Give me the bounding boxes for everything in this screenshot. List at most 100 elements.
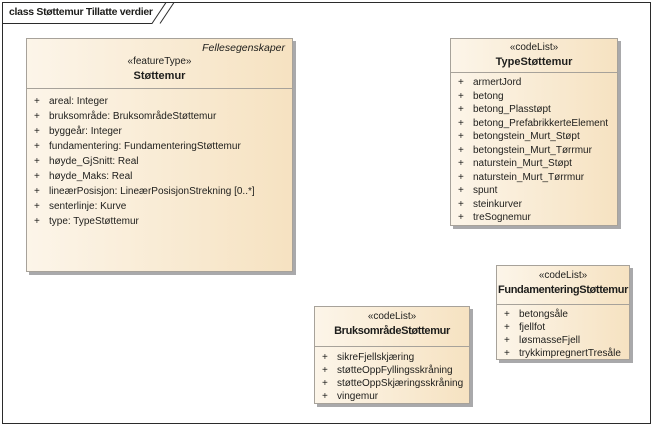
visibility-plus: +	[34, 141, 40, 152]
attribute-row: + senterlinje: Kurve	[27, 199, 292, 214]
visibility-plus: +	[504, 348, 510, 359]
visibility-plus: +	[34, 111, 40, 122]
class-header: «codeList» TypeStøttemur	[451, 39, 617, 72]
diagram-title: class Støttemur Tillatte verdier	[9, 6, 153, 18]
visibility-plus: +	[34, 216, 40, 227]
visibility-plus: +	[458, 104, 464, 115]
attribute-text: byggeår: Integer	[49, 126, 122, 137]
attribute-row: + fundamentering: FundamenteringStøttemu…	[27, 139, 292, 154]
enum-value-text: støtteOppFyllingsskråning	[337, 365, 453, 376]
enum-value-row: + naturstein_Murt_Tørrmur	[451, 171, 617, 185]
class-box-fundamentering-stottemur[interactable]: «codeList» FundamenteringStøttemur + bet…	[496, 265, 630, 360]
enum-value-text: treSognemur	[473, 212, 531, 223]
visibility-plus: +	[322, 391, 328, 402]
attribute-text: lineærPosisjon: LineærPosisjonStrekning …	[49, 186, 255, 197]
enum-compartment: + sikreFjellskjæring + støtteOppFyllings…	[315, 346, 469, 406]
package-name: Fellesegenskaper	[202, 42, 285, 54]
enum-value-text: løsmasseFjell	[519, 335, 581, 346]
attribute-text: type: TypeStøttemur	[49, 216, 139, 227]
class-box-type-stottemur[interactable]: «codeList» TypeStøttemur + armertJord + …	[450, 38, 618, 226]
visibility-plus: +	[458, 158, 464, 169]
enum-value-row: + armertJord	[451, 76, 617, 90]
visibility-plus: +	[34, 171, 40, 182]
enum-value-row: + betong_Plasstøpt	[451, 103, 617, 117]
enum-value-text: vingemur	[337, 391, 379, 402]
class-name: TypeStøttemur	[495, 56, 573, 68]
enum-value-text: betong_Plasstøpt	[473, 104, 551, 115]
attribute-row: + lineærPosisjon: LineærPosisjonStreknin…	[27, 184, 292, 199]
attribute-compartment: + areal: Integer + bruksområde: Bruksomr…	[27, 88, 292, 272]
enum-value-text: naturstein_Murt_Tørrmur	[473, 171, 585, 183]
enum-value-row: + spunt	[451, 184, 617, 198]
enum-value-text: spunt	[473, 185, 498, 196]
attribute-row: + type: TypeStøttemur	[27, 214, 292, 229]
enum-value-row: + løsmasseFjell	[497, 334, 629, 347]
class-header: «codeList» FundamenteringStøttemur	[497, 266, 629, 304]
visibility-plus: +	[504, 335, 510, 346]
visibility-plus: +	[458, 77, 464, 88]
visibility-plus: +	[504, 309, 510, 320]
visibility-plus: +	[458, 131, 464, 142]
attribute-text: senterlinje: Kurve	[49, 201, 127, 212]
visibility-plus: +	[504, 322, 510, 333]
attribute-row: + areal: Integer	[27, 94, 292, 109]
visibility-plus: +	[458, 171, 464, 183]
attribute-row: + høyde_GjSnitt: Real	[27, 154, 292, 169]
enum-value-row: + naturstein_Murt_Støpt	[451, 157, 617, 171]
visibility-plus: +	[458, 117, 464, 129]
enum-value-row: + betongstein_Murt_Tørrmur	[451, 144, 617, 158]
stereotype-label: «codeList»	[367, 311, 417, 322]
enum-value-text: støtteOppSkjæringsskråning	[337, 378, 464, 389]
visibility-plus: +	[458, 144, 464, 156]
enum-value-row: + sikreFjellskjæring	[315, 351, 469, 364]
enum-value-text: steinkurver	[473, 198, 522, 210]
visibility-plus: +	[458, 90, 464, 102]
stereotype-label: «codeList»	[538, 270, 588, 281]
enum-value-text: sikreFjellskjæring	[337, 352, 415, 363]
frame-tab-shape	[2, 2, 175, 24]
visibility-plus: +	[322, 352, 328, 363]
class-box-bruksomrade-stottemur[interactable]: «codeList» BruksområdeStøttemur + sikreF…	[314, 306, 470, 404]
attribute-row: + høyde_Maks: Real	[27, 169, 292, 184]
attribute-text: bruksområde: BruksområdeStøttemur	[49, 111, 217, 122]
attribute-text: fundamentering: FundamenteringStøttemur	[49, 141, 241, 152]
enum-value-text: fjellfot	[519, 322, 546, 333]
diagram-frame-tab: class Støttemur Tillatte verdier	[2, 2, 187, 25]
visibility-plus: +	[458, 185, 464, 196]
enum-value-row: + trykkimpregnertTresåle	[497, 347, 629, 360]
class-header: «codeList» BruksområdeStøttemur	[315, 307, 469, 346]
class-name: BruksområdeStøttemur	[334, 325, 450, 337]
stereotype-label: «codeList»	[509, 42, 559, 53]
class-name: FundamenteringStøttemur	[497, 284, 629, 296]
enum-compartment: + armertJord + betong + betong_Plasstøpt…	[451, 72, 617, 229]
class-header: Fellesegenskaper «featureType» Støttemur	[27, 39, 292, 88]
visibility-plus: +	[34, 96, 40, 107]
enum-value-row: + fjellfot	[497, 321, 629, 334]
enum-value-text: betong_PrefabrikkerteElement	[473, 117, 609, 129]
class-box-stottemur[interactable]: Fellesegenskaper «featureType» Støttemur…	[26, 38, 293, 272]
enum-value-row: + betongsåle	[497, 308, 629, 321]
enum-value-text: betongsåle	[519, 309, 568, 320]
visibility-plus: +	[322, 378, 328, 389]
enum-value-text: naturstein_Murt_Støpt	[473, 158, 572, 169]
attribute-text: høyde_GjSnitt: Real	[49, 156, 139, 167]
visibility-plus: +	[34, 126, 40, 137]
class-name: Støttemur	[133, 70, 186, 82]
enum-value-text: betongstein_Murt_Tørrmur	[473, 144, 592, 156]
visibility-plus: +	[458, 198, 464, 210]
enum-value-row: + betong_PrefabrikkerteElement	[451, 117, 617, 131]
enum-compartment: + betongsåle + fjellfot + løsmasseFjell …	[497, 304, 629, 363]
enum-value-row: + betongstein_Murt_Støpt	[451, 130, 617, 144]
enum-value-row: + vingemur	[315, 390, 469, 403]
enum-value-row: + støtteOppFyllingsskråning	[315, 364, 469, 377]
visibility-plus: +	[322, 365, 328, 376]
frame-tab-fold-line	[159, 2, 175, 24]
attribute-text: høyde_Maks: Real	[49, 171, 133, 182]
visibility-plus: +	[34, 186, 40, 197]
enum-value-row: + støtteOppSkjæringsskråning	[315, 377, 469, 390]
visibility-plus: +	[34, 201, 40, 212]
enum-value-row: + treSognemur	[451, 211, 617, 225]
enum-value-text: betongstein_Murt_Støpt	[473, 131, 580, 142]
attribute-row: + byggeår: Integer	[27, 124, 292, 139]
visibility-plus: +	[34, 156, 40, 167]
